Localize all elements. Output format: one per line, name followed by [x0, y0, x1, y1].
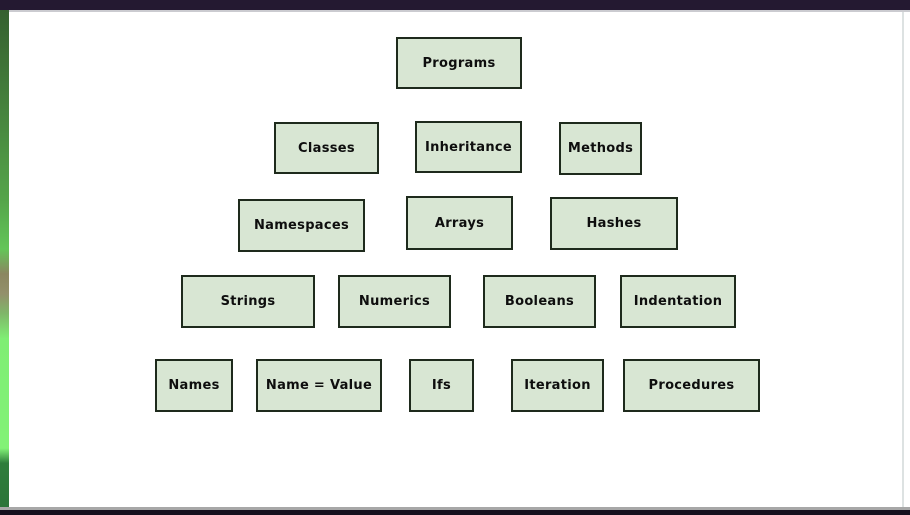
webcam-sliver [0, 10, 9, 508]
node-numerics: Numerics [338, 275, 451, 328]
node-methods: Methods [559, 122, 642, 175]
node-iteration: Iteration [511, 359, 604, 412]
node-ifs: Ifs [409, 359, 474, 412]
top-divider [0, 10, 910, 12]
node-indentation: Indentation [620, 275, 736, 328]
node-classes: Classes [274, 122, 379, 174]
node-strings: Strings [181, 275, 315, 328]
node-name-value: Name = Value [256, 359, 382, 412]
node-arrays: Arrays [406, 196, 513, 250]
node-booleans: Booleans [483, 275, 596, 328]
top-window-bar [0, 0, 910, 10]
right-edge-divider [902, 12, 904, 507]
node-inheritance: Inheritance [415, 121, 522, 173]
bottom-window-bar [0, 510, 910, 515]
node-names: Names [155, 359, 233, 412]
node-hashes: Hashes [550, 197, 678, 250]
bottom-divider [0, 507, 910, 510]
node-namespaces: Namespaces [238, 199, 365, 252]
node-programs: Programs [396, 37, 522, 89]
node-procedures: Procedures [623, 359, 760, 412]
